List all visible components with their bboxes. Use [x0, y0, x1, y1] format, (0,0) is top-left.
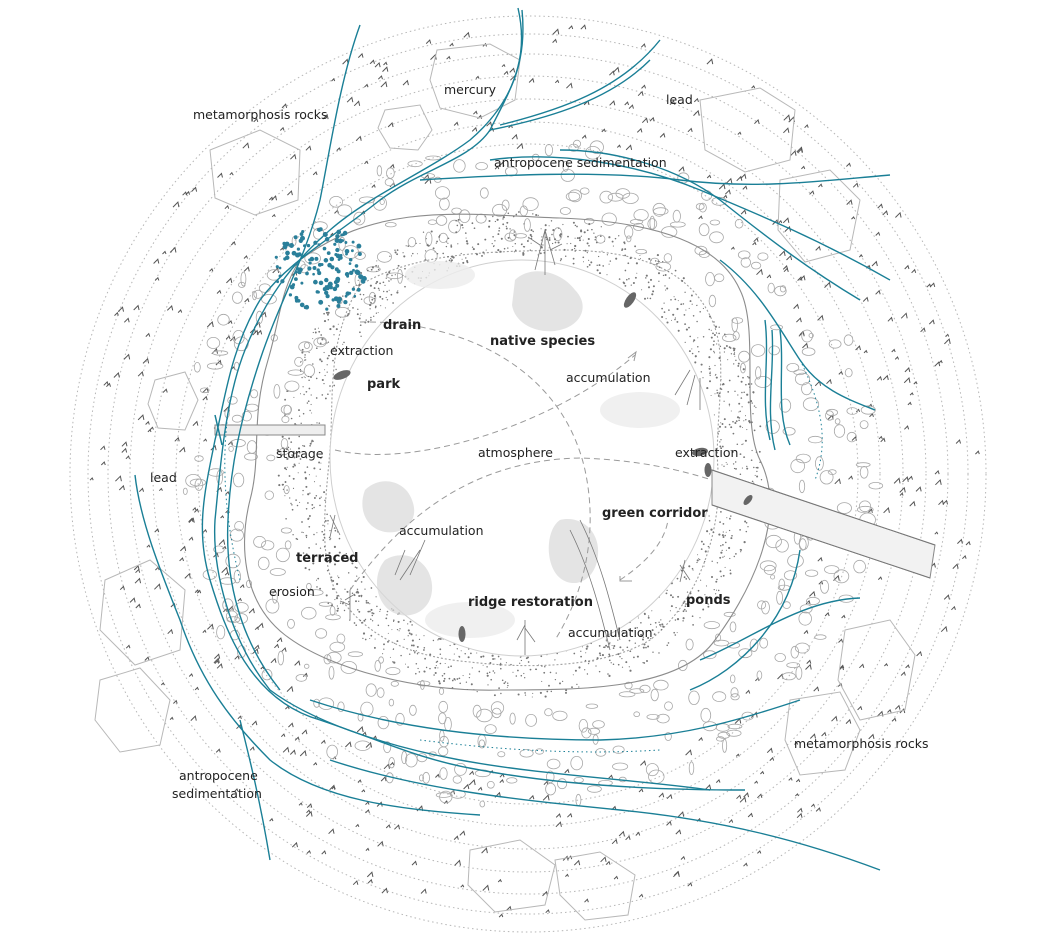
label-extraction-right: extraction: [675, 445, 738, 460]
blue-river-lines: [134, 7, 891, 871]
label-mercury: mercury: [444, 82, 497, 97]
flow-arrowheads: [619, 350, 637, 582]
label-sedimentation-bottom: sedimentation: [172, 786, 262, 801]
label-antropocene-bottom: antropocene: [179, 768, 258, 783]
storage-pipe: [214, 414, 326, 446]
label-storage: storage: [276, 446, 324, 461]
pebble-texture: [182, 139, 884, 808]
drain-dot-cluster: [274, 227, 367, 311]
label-accumulation-left: accumulation: [399, 523, 484, 538]
vegetation-sketches: [329, 229, 701, 655]
label-accumulation-bottom: accumulation: [568, 625, 653, 640]
label-extraction-left: extraction: [330, 343, 393, 358]
label-drain: drain: [383, 318, 421, 333]
label-native-species: native species: [490, 334, 595, 349]
label-ponds: ponds: [686, 593, 731, 608]
inner-clearing: [329, 259, 715, 657]
metamorphosis-rock-boulders: [94, 43, 916, 921]
label-metamorphosis-rocks-bottom: metamorphosis rocks: [794, 736, 929, 751]
label-park: park: [367, 377, 400, 392]
label-erosion: erosion: [269, 584, 315, 599]
label-ridge-restoration: ridge restoration: [468, 595, 593, 610]
dashed-flow-arcs: [334, 321, 713, 641]
stipple-texture: [276, 211, 763, 698]
label-atmosphere: atmosphere: [478, 445, 553, 460]
label-accumulation-right: accumulation: [566, 370, 651, 385]
label-antropocene-sedimentation-top: antropocene sedimentation: [494, 155, 667, 170]
label-lead-top: lead: [666, 92, 693, 107]
diagram-labels: mercury lead metamorphosis rocks antropo…: [150, 82, 929, 801]
label-lead-left: lead: [150, 470, 177, 485]
figure-silhouettes: [333, 292, 753, 642]
terrain-outline: [244, 213, 771, 691]
outer-dotted-rings: [69, 15, 987, 933]
label-green-corridor: green corridor: [602, 506, 708, 521]
label-terraced: terraced: [296, 551, 358, 566]
blue-dotted-river-lines: [224, 359, 823, 753]
label-metamorphosis-rocks-top: metamorphosis rocks: [193, 107, 328, 122]
green-corridor-road: [711, 469, 936, 579]
